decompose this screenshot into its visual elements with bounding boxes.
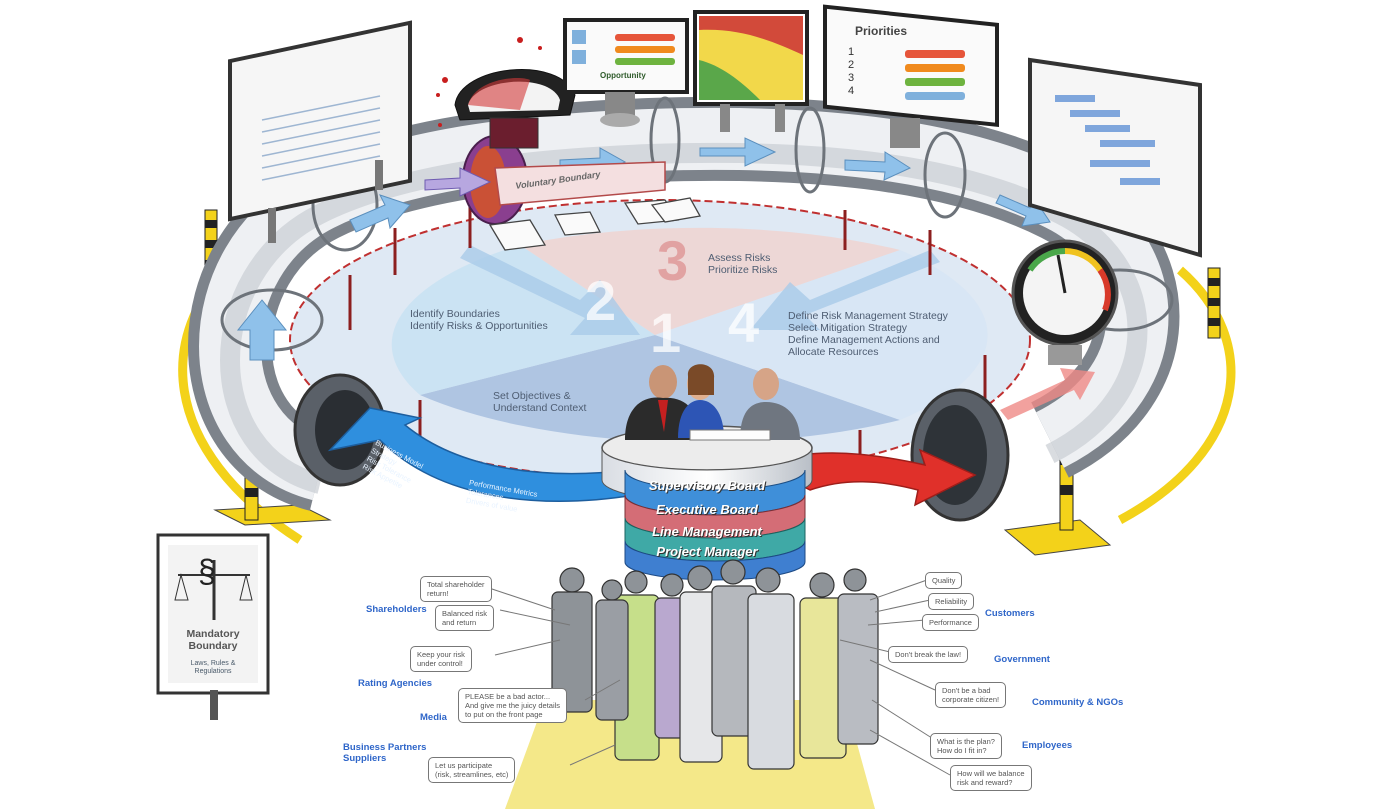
phase-number-4: 4 [728, 291, 760, 354]
tier-executive-board: Executive Board [656, 502, 758, 517]
phase-4-line-4: Allocate Resources [788, 346, 879, 358]
bubble-line: and return [442, 618, 477, 627]
mandatory-boundary-subtitle: Laws, Rules & Regulations [190, 660, 236, 675]
bubble-line: Keep your risk [417, 650, 465, 659]
bubble-line: What is the plan? [937, 737, 995, 746]
tier-line-management: Line Management [652, 524, 762, 539]
phase-4-segment [655, 250, 988, 420]
priorities-title: Priorities [855, 24, 908, 38]
guide-arrow-right [750, 250, 940, 330]
bubble-line: Don't be a bad [942, 686, 991, 695]
bubble-law: Don't break the law! [888, 646, 969, 663]
stakeholder-crowd [505, 559, 879, 809]
tier-supervisory-board: Supervisory Board [648, 478, 766, 493]
monitor-gantt [1028, 57, 1202, 258]
stakeholder-customers: Customers [985, 608, 1035, 619]
bubble-total-return: Total shareholder return! [420, 576, 492, 602]
bubble-line: corporate citizen! [942, 695, 1000, 704]
safety-base-left [213, 504, 332, 526]
phase-4-line-1: Define Risk Management Strategy [788, 310, 948, 322]
red-arrow [768, 448, 977, 507]
bubble-plan: What is the plan? How do I fit in? [930, 733, 1002, 759]
bubble-media: PLEASE be a bad actor... And give me the… [458, 688, 568, 723]
bubble-citizen: Don't be a bad corporate citizen! [935, 682, 1007, 708]
bubble-pointers [479, 579, 951, 776]
priority-3: 3 [848, 72, 855, 84]
phase-3-text: Assess Risks Prioritize Risks [708, 252, 777, 276]
stakeholder-employees: Employees [1022, 740, 1073, 751]
bubble-quality: Quality [925, 572, 963, 589]
bubble-line: PLEASE be a bad actor... [465, 692, 551, 701]
mandatory-title-line-1: Mandatory [186, 628, 240, 640]
phase-3-line-2: Prioritize Risks [708, 264, 778, 276]
bubble-line: (risk, streamlines, etc) [435, 770, 509, 779]
paragraph-sign-icon: § [198, 553, 216, 589]
pipe-flow-arrows [236, 137, 1051, 361]
bubble-performance: Performance [922, 614, 979, 631]
red-arrow-pipe [1000, 368, 1095, 420]
board-members [625, 364, 800, 441]
bubble-line: to put on the front page [465, 710, 543, 719]
bubble-partners: Let us participate (risk, streamlines, e… [428, 757, 516, 783]
mandatory-title-line-2: Boundary [188, 640, 238, 652]
phase-number-3: 3 [657, 229, 689, 292]
bubble-line: Let us participate [435, 761, 493, 770]
bubble-line: Total shareholder [427, 580, 485, 589]
dial-gauge [1011, 239, 1119, 365]
bubble-line: Balanced risk [442, 609, 488, 618]
mandatory-boundary-title: Mandatory Boundary [168, 628, 258, 652]
purple-arrow [424, 167, 492, 197]
speedometer-gauge [436, 37, 587, 149]
phase-2-segment [391, 245, 655, 395]
opportunity-label: Opportunity [600, 71, 646, 80]
safety-arc-right [1117, 266, 1236, 524]
priority-1: 1 [848, 46, 855, 58]
priorities-list: 1 2 3 4 [848, 46, 854, 98]
phase-number-1: 1 [650, 301, 682, 364]
phase-2-text: Identify Boundaries Identify Risks & Opp… [410, 308, 548, 332]
monitor-schedule [228, 20, 412, 243]
bubble-reliability: Reliability [928, 593, 975, 610]
bubble-keep-control: Keep your risk under control! [410, 646, 472, 672]
phase-2-line-2: Identify Risks & Opportunities [410, 320, 548, 332]
stakeholder-suppliers: Suppliers [343, 753, 387, 764]
priority-4: 4 [848, 85, 855, 97]
monitor-priorities [823, 4, 999, 148]
bubble-line: How will we balance [957, 769, 1025, 778]
monitor-dashboard [563, 18, 689, 127]
stakeholder-government: Government [994, 654, 1050, 665]
stakeholder-media: Media [420, 712, 447, 723]
bubble-line: return! [427, 589, 449, 598]
priority-2: 2 [848, 59, 855, 71]
monitor-risk-heatmap [693, 10, 809, 132]
phase-2-line-1: Identify Boundaries [410, 308, 500, 320]
phase-1-text: Set Objectives & Understand Context [493, 390, 586, 414]
rope-posts [348, 205, 987, 465]
bubble-line: under control! [417, 659, 463, 668]
phase-4-line-3: Define Management Actions and [788, 334, 940, 346]
stakeholder-rating-agencies: Rating Agencies [358, 678, 433, 689]
bubble-line: And give me the juicy details [465, 701, 561, 710]
safety-base-right [1003, 519, 1112, 556]
stakeholder-shareholders: Shareholders [366, 604, 427, 615]
phase-1-line-2: Understand Context [493, 402, 587, 414]
bubble-risk-return: Balanced risk and return [435, 605, 495, 631]
bubble-line: risk and reward? [957, 778, 1013, 787]
mandatory-boundary-sign [156, 533, 270, 720]
phase-4-line-2: Select Mitigation Strategy [788, 322, 908, 334]
guide-arrow-left [460, 245, 640, 335]
phase-4-text: Define Risk Management Strategy Select M… [788, 310, 948, 358]
stakeholder-business-partners: Business Partners [343, 742, 427, 753]
phase-number-2: 2 [585, 269, 617, 332]
stakeholder-community-ngos: Community & NGOs [1032, 697, 1124, 708]
bubble-balance: How will we balance risk and reward? [950, 765, 1032, 791]
phase-1-line-1: Set Objectives & [493, 390, 571, 402]
podium-tiers: Supervisory Board Executive Board Line M… [612, 472, 802, 572]
tier-project-manager: Project Manager [656, 544, 758, 559]
phase-3-line-1: Assess Risks [708, 252, 771, 264]
documents [488, 197, 702, 251]
bubble-line: How do I fit in? [937, 746, 987, 755]
voluntary-boundary-banner [494, 161, 666, 206]
